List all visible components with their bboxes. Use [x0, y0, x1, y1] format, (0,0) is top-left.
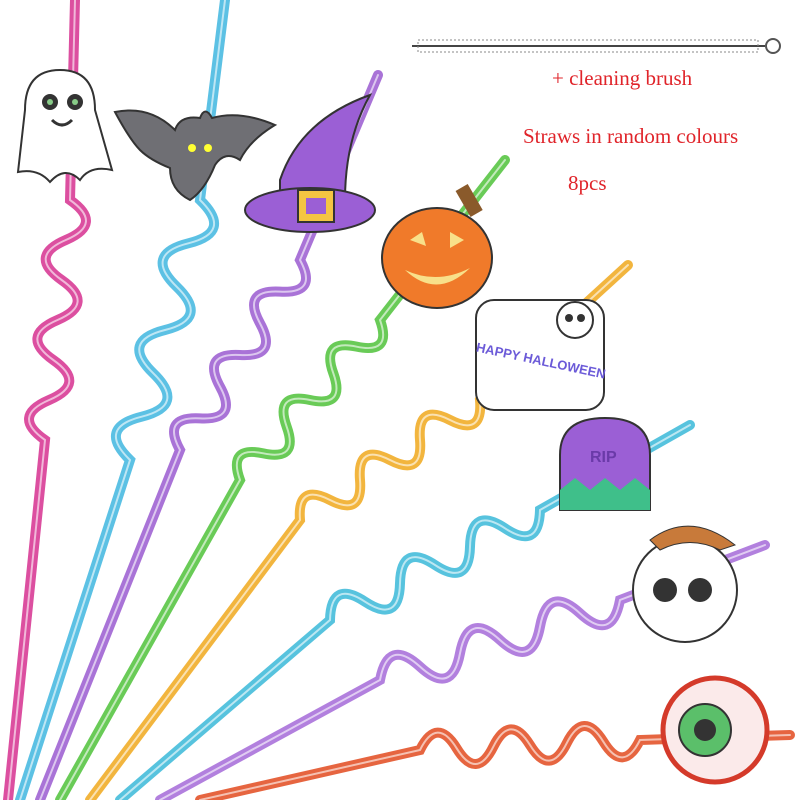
- cleaning-brush-caption: + cleaning brush: [552, 66, 693, 90]
- skull-topper: [632, 525, 738, 643]
- straw-highlight: [59, 159, 506, 800]
- straw-highlight: [19, 0, 226, 800]
- random-colours-caption: Straws in random colours: [523, 124, 739, 148]
- tombstone-topper: RIP: [559, 416, 651, 511]
- straw-highlight: [89, 264, 629, 800]
- straw-highlight: [159, 544, 766, 800]
- witch-hat-topper: [244, 93, 376, 233]
- ghost-topper: [16, 68, 114, 184]
- pumpkin-topper: [381, 184, 493, 309]
- bat-topper: [113, 109, 278, 202]
- straw-highlight: [199, 725, 791, 800]
- eyeball-topper: [660, 675, 770, 785]
- straw-highlight: [119, 424, 691, 800]
- straw-highlight: [39, 74, 379, 800]
- happy-halloween-topper: HAPPY HALLOWEEN: [475, 299, 607, 411]
- piece-count-caption: 8pcs: [568, 171, 607, 195]
- rip-text: RIP: [590, 449, 617, 466]
- straw-highlight: [7, 0, 87, 800]
- cleaning-brush: [412, 38, 781, 54]
